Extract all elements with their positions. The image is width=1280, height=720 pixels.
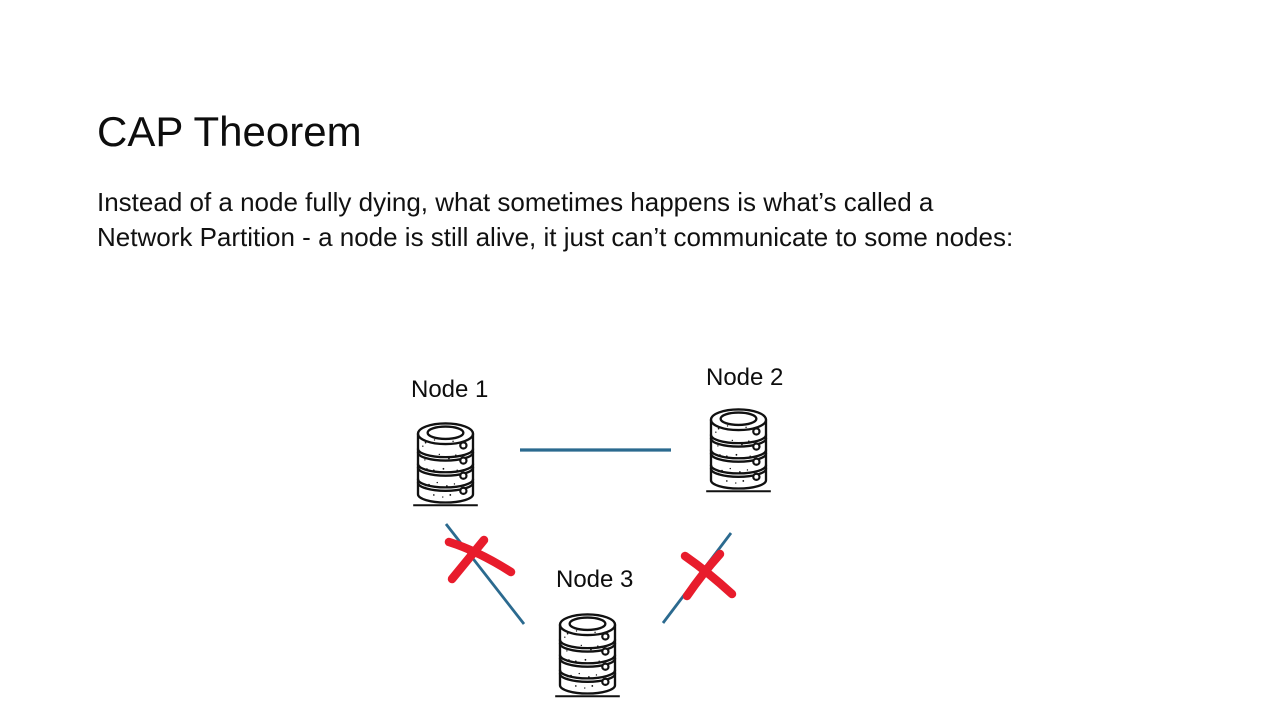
- slide-title: CAP Theorem: [97, 108, 362, 156]
- broken-x-node2-node3: [680, 549, 737, 601]
- body-line-1: Instead of a node fully dying, what some…: [97, 187, 934, 217]
- node-2-label: Node 2: [706, 364, 784, 391]
- body-line-2: Network Partition - a node is still aliv…: [97, 221, 1014, 252]
- node-1-database-icon: [411, 420, 480, 508]
- node-2-database-icon: [704, 406, 773, 494]
- node-1-label: Node 1: [411, 376, 489, 403]
- node-3-label: Node 3: [556, 566, 634, 593]
- link-node1-node3: [444, 523, 526, 625]
- broken-x-node1-node3: [444, 535, 516, 584]
- node-3-database-icon: [553, 611, 622, 699]
- slide-body: Instead of a node fully dying, what some…: [97, 185, 1013, 254]
